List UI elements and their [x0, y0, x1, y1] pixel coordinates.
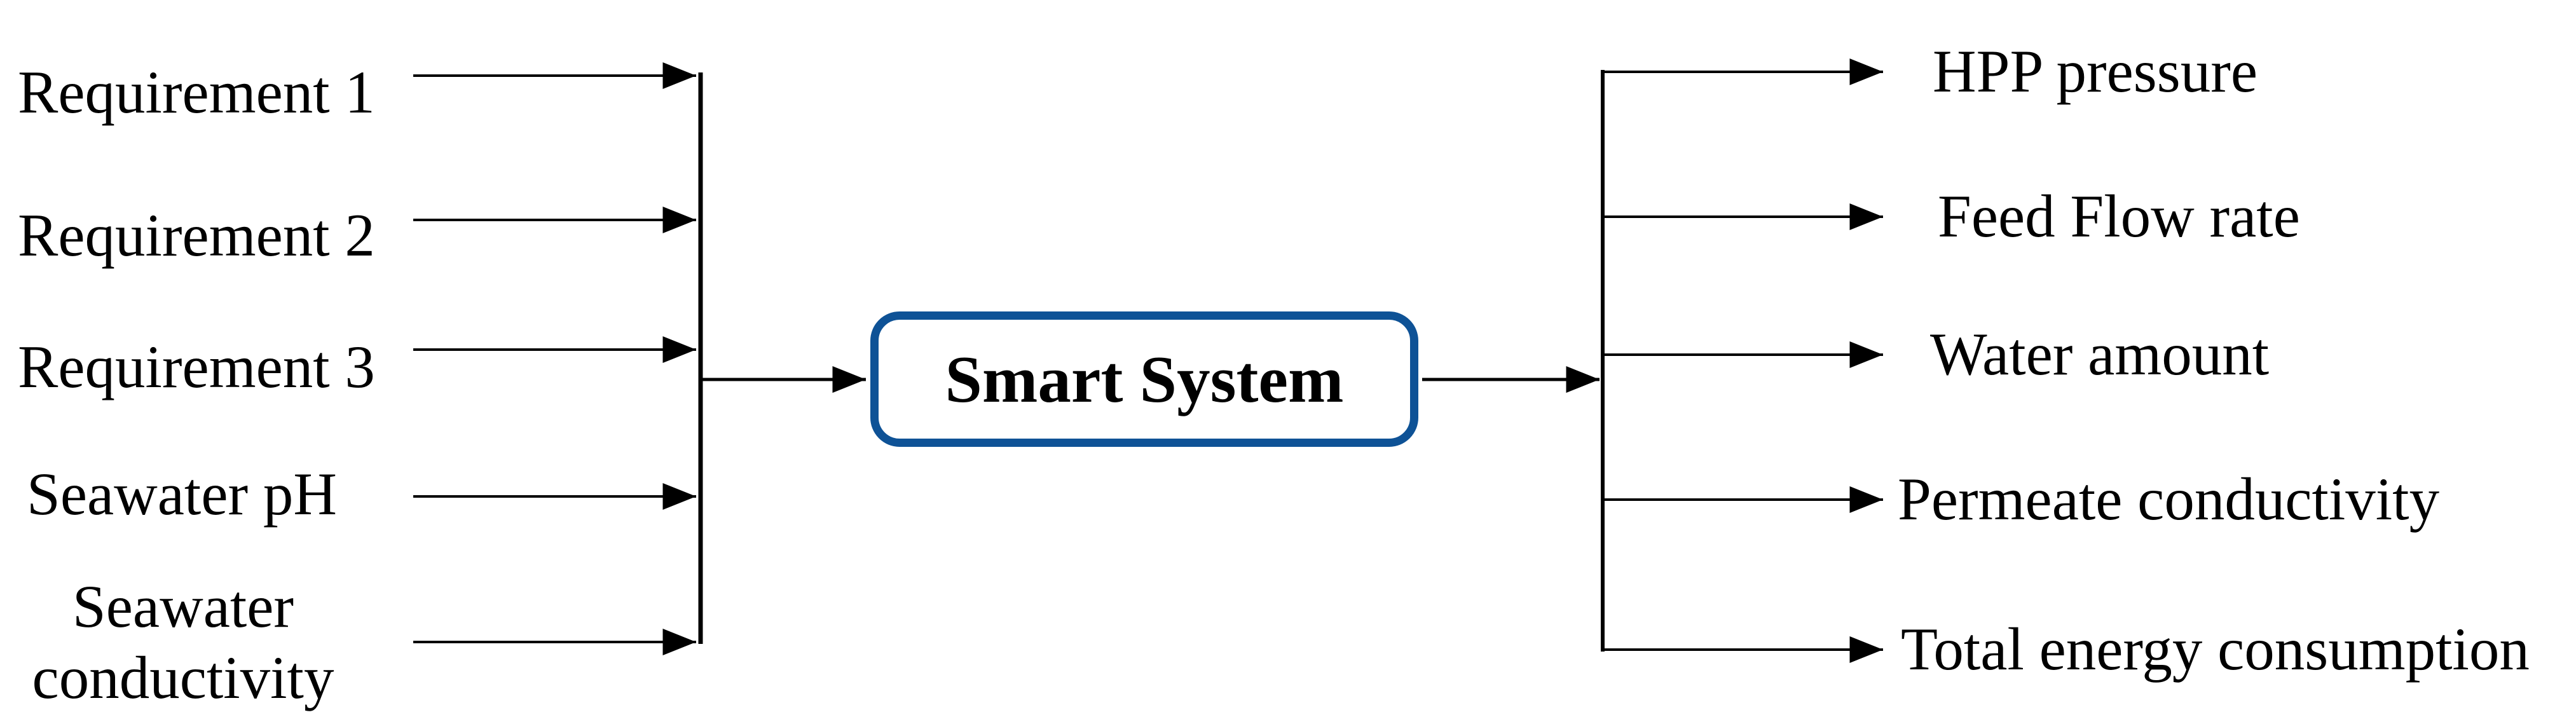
output-label-water-amount: Water amount [1930, 320, 2270, 388]
output-label-total-energy-consumption: Total energy consumption [1901, 615, 2530, 683]
output-label-feed-flow-rate: Feed Flow rate [1938, 182, 2300, 250]
output-label-permeate-conductivity: Permeate conductivity [1898, 465, 2440, 533]
smart-system-title: Smart System [945, 342, 1344, 416]
input-label-requirement-1: Requirement 1 [18, 58, 375, 126]
input-label-requirement-2: Requirement 2 [18, 201, 375, 269]
output-label-hpp-pressure: HPP pressure [1933, 37, 2258, 105]
input-label-seawater-ph: Seawater pH [27, 460, 337, 528]
input-label-requirement-3: Requirement 3 [18, 332, 375, 400]
input-label-seawater-conductivity: Seawater conductivity [32, 572, 334, 711]
smart-system-box: Smart System [870, 311, 1418, 447]
